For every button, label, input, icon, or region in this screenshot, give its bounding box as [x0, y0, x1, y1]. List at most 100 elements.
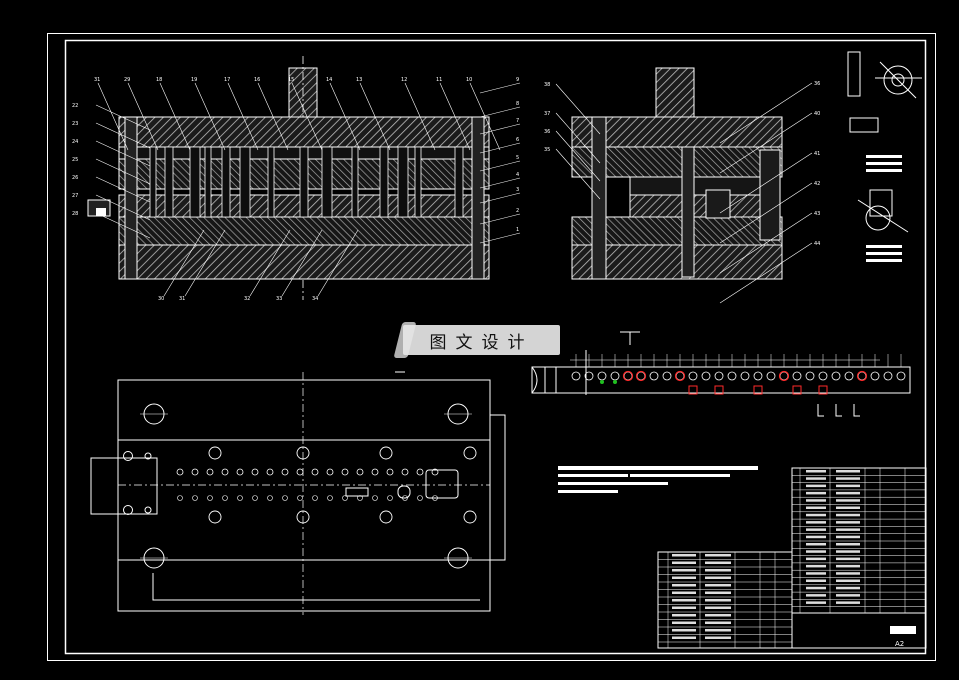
- table-text-bar: [836, 572, 860, 575]
- pierce-hole: [417, 495, 423, 501]
- table-text-bar: [705, 569, 731, 572]
- pierce-hole: [191, 468, 199, 476]
- balloon-label: 7: [516, 118, 519, 124]
- strip-mark: [600, 380, 604, 384]
- balloon-label: 13: [356, 77, 362, 83]
- balloon-label: 2: [516, 208, 519, 214]
- leader-line: [127, 82, 159, 151]
- balloon-label: 31: [179, 296, 185, 302]
- watermark: 图文设计: [403, 325, 560, 355]
- table-text-bar: [672, 591, 696, 594]
- table-text-bar: [836, 594, 860, 597]
- strip-pierce: [701, 371, 711, 381]
- leader-line: [719, 112, 813, 174]
- table-text-bar: [836, 513, 860, 517]
- screw-hole: [296, 446, 310, 460]
- balloon-label: 41: [814, 151, 820, 157]
- leader-line: [479, 82, 521, 94]
- table-text-bar: [836, 477, 860, 480]
- table-text-bar: [705, 606, 731, 609]
- pierce-hole: [326, 468, 334, 476]
- pierce-hole: [402, 495, 408, 501]
- pierce-hole: [372, 495, 378, 501]
- strip-highlight: [674, 370, 686, 382]
- screw-hole: [463, 510, 477, 524]
- table-text-bar: [672, 621, 696, 624]
- table-text-bar: [836, 521, 860, 524]
- leader-line: [159, 82, 191, 151]
- balloon-label: 3: [516, 187, 519, 193]
- table-text-bar: [672, 554, 696, 557]
- table-text-bar: [806, 484, 826, 488]
- leader-line: [719, 182, 813, 244]
- balloon-label: 26: [72, 175, 78, 181]
- table-text-bar: [672, 606, 696, 609]
- pin-hole: [123, 451, 133, 461]
- pierce-hole: [327, 495, 333, 501]
- leader-line: [184, 229, 226, 297]
- strip-pierce: [727, 371, 737, 381]
- leader-line: [719, 242, 813, 304]
- leader-line: [479, 192, 521, 204]
- table-text-bar: [836, 564, 860, 568]
- strip-pierce: [688, 371, 698, 381]
- table-text-bar: [836, 528, 860, 531]
- table-text-bar: [806, 557, 826, 561]
- table-text-bar: [806, 601, 826, 604]
- leader-line: [479, 177, 521, 189]
- pierce-hole: [237, 495, 243, 501]
- table-text-bar: [672, 599, 696, 602]
- lower-die-plan-view: [90, 371, 506, 615]
- table-text-bar: [806, 550, 826, 553]
- pierce-hole: [281, 468, 289, 476]
- strip-pierce: [792, 371, 802, 381]
- pierce-hole: [252, 495, 258, 501]
- table-text-bar: [705, 576, 731, 579]
- leader-line: [95, 212, 151, 239]
- table-text-bar: [705, 629, 731, 632]
- table-text-bar: [806, 513, 826, 517]
- balloon-label: 17: [224, 77, 230, 83]
- leader-line: [281, 229, 323, 297]
- pierce-hole: [386, 468, 394, 476]
- sheet-border: [47, 33, 936, 661]
- table-text-bar: [836, 601, 860, 604]
- strip-highlight: [714, 385, 724, 395]
- balloon-label: 8: [516, 101, 519, 107]
- strip-pierce: [649, 371, 659, 381]
- pierce-hole: [416, 468, 424, 476]
- table-text-bar: [836, 491, 860, 495]
- punch: [379, 146, 389, 218]
- punch: [239, 146, 251, 218]
- punch: [299, 146, 309, 218]
- leader-line: [479, 123, 521, 135]
- strip-highlight: [778, 370, 790, 382]
- leader-line: [479, 142, 521, 154]
- pierce-hole: [206, 468, 214, 476]
- strip-pierce: [714, 371, 724, 381]
- pierce-hole: [176, 468, 184, 476]
- screw-hole: [296, 510, 310, 524]
- pin-hole: [144, 452, 152, 460]
- table-text-bar: [705, 554, 731, 557]
- leader-line: [317, 229, 359, 297]
- leader-line: [469, 82, 501, 151]
- punch: [397, 146, 409, 218]
- table-text-bar: [836, 535, 860, 539]
- balloon-label: 1: [516, 227, 519, 233]
- pierce-hole: [356, 468, 364, 476]
- table-text-bar: [672, 614, 696, 617]
- balloon-label: 42: [814, 181, 820, 187]
- pierce-hole: [267, 495, 273, 501]
- balloon-label: 12: [401, 77, 407, 83]
- balloon-label: 36: [814, 81, 820, 87]
- strip-pierce: [766, 371, 776, 381]
- leader-line: [359, 82, 391, 151]
- table-text-bar: [806, 477, 826, 480]
- leader-line: [249, 229, 291, 297]
- strip-pierce: [662, 371, 672, 381]
- strip-pierce: [571, 371, 581, 381]
- strip-pierce: [831, 371, 841, 381]
- pin-hole: [123, 505, 133, 515]
